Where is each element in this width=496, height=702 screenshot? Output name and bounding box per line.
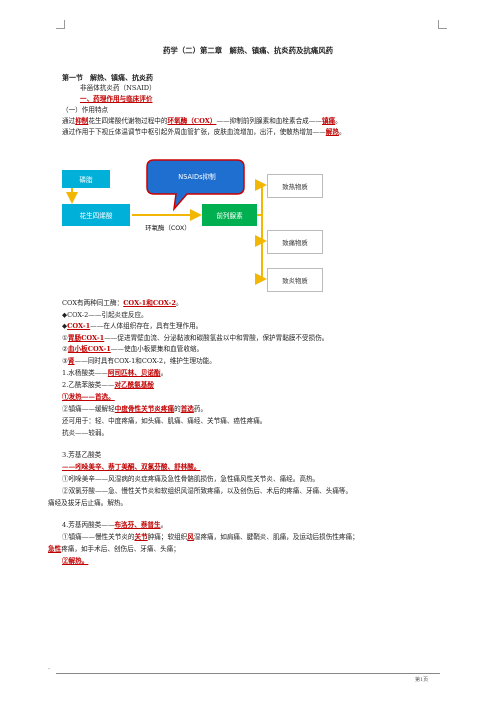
- box-prostaglandin: 前列腺素: [202, 204, 257, 226]
- text: 4.芳基丙酸类——: [62, 521, 115, 529]
- paragraph: ②血小板COX-1——使血小板聚集和血管收缩。: [62, 345, 203, 354]
- highlight: 中度骨性关节炎疼痛: [114, 405, 175, 413]
- footer-divider: [56, 673, 440, 674]
- highlight: 首选: [180, 405, 194, 413]
- text: 。: [338, 128, 346, 136]
- text: 药。: [193, 405, 208, 413]
- text: 。: [335, 117, 342, 125]
- text: ①: [62, 334, 68, 342]
- text: ①镇痛——慢性关节炎的: [62, 533, 135, 541]
- text: 通过: [62, 117, 76, 125]
- text: ②: [62, 345, 68, 353]
- highlight: 急性: [48, 545, 62, 553]
- paragraph: ①镇痛——慢性关节炎的关节肿痛；软组织风湿疼痛，如肩痛、腱鞘炎、肌痛，及运动后损…: [62, 533, 359, 542]
- paragraph: 痛经及拔牙后止痛。解热。: [48, 499, 128, 507]
- enzyme-label: 环氧酶（COX）: [145, 223, 191, 232]
- callout-label: NSAIDs抑制: [178, 173, 216, 181]
- paragraph: 2.乙酰苯胺类——对乙酰氨基酚: [62, 381, 154, 390]
- highlight: COX-1: [67, 322, 91, 330]
- highlight: 阿司匹林、贝诺酯: [107, 369, 161, 377]
- paragraph: 通过抑制花生四烯酸代谢物过程中的环氧酶（COX）——抑制前列腺素和血栓素合成——…: [62, 117, 342, 126]
- paragraph: 通过作用于下视丘体温调节中枢引起外周血管扩张，皮肤血流增加，出汗，使散热增加——…: [62, 128, 346, 137]
- box-phospholipid: 磷脂: [62, 170, 110, 188]
- output-inflammation: 致炎物质: [267, 268, 323, 292]
- text: ——同时具有COX-1和COX-2，维护生理功能。: [74, 357, 216, 365]
- text: 肿痛；软组织: [147, 533, 188, 541]
- callout-bubble: [146, 159, 245, 212]
- text: 疼痛，如手术后、创伤后、牙痛、头痛；: [61, 545, 180, 553]
- paragraph: ——吲哚美辛、萘丁美酮、双氯芬酸、舒林酸。: [62, 463, 201, 471]
- text: ②镇痛——缓解轻: [62, 405, 115, 413]
- highlight: 关节: [134, 533, 148, 541]
- text: ③: [62, 357, 68, 365]
- paragraph: 抗炎——较弱。: [62, 429, 109, 437]
- highlight: 解热: [325, 128, 339, 136]
- crop-mark: [438, 20, 447, 29]
- highlight: 胃肠COX-1: [67, 334, 105, 342]
- section-heading: 第一节 解热、镇痛、抗炎药: [62, 73, 153, 82]
- highlight: 对乙酰氨基酚: [114, 381, 155, 389]
- paragraph: ①发热——首选。: [62, 393, 115, 401]
- subsection-heading: 一、药理作用与临床评价: [80, 95, 153, 103]
- paragraph: 还可用于：轻、中度疼痛，如头痛、肌痛、痛经、关节痛、癌性疼痛。: [62, 417, 267, 425]
- paragraph: 1.水杨酸类——阿司匹林、贝诺酯。: [62, 369, 167, 378]
- text: 1.水杨酸类——: [62, 369, 108, 377]
- highlight: 镇痛: [321, 117, 336, 125]
- paragraph: ◆COX-2——引起炎症反应。: [62, 311, 148, 319]
- highlight: 布洛芬、萘普生: [114, 521, 161, 529]
- page-number: 第1页: [415, 677, 429, 683]
- text: ◆: [62, 322, 68, 330]
- paragraph: ②双氯芬酸——急、慢性关节炎和软组织风湿所致疼痛，以及创伤后、术后的疼痛、牙痛、…: [62, 487, 353, 495]
- paragraph: ③肾——同时具有COX-1和COX-2，维护生理功能。: [62, 357, 216, 366]
- paragraph: COX有两种同工酶：COX-1和COX-2。: [62, 299, 183, 308]
- text: ——促进胃壁血流、分泌黏液和碳酸氢盐以中和胃酸，保护胃黏膜不受损伤。: [104, 334, 329, 342]
- paragraph: 急性疼痛，如手术后、创伤后、牙痛、头痛；: [48, 545, 180, 554]
- text: 花生四烯酸代谢物过程中的: [88, 117, 168, 125]
- text: 。: [160, 521, 168, 529]
- paragraph: 4.芳基丙酸类——布洛芬、萘普生。: [62, 521, 167, 530]
- mechanism-diagram: 磷脂 花生四烯酸 NSAIDs抑制 环氧酶（COX） 前列腺素 致热物质 致痛物…: [62, 157, 362, 292]
- output-pyrogen: 致热物质: [267, 174, 323, 198]
- highlight: 肾: [67, 357, 75, 365]
- text: 。: [175, 299, 183, 307]
- paragraph: ②镇痛——缓解轻中度骨性关节炎疼痛的首选药。: [62, 405, 207, 414]
- text: ——抑制前列腺素和血栓素合成——: [216, 117, 322, 125]
- text: 2.乙酰苯胺类——: [62, 381, 115, 389]
- diagram-connectors: [66, 159, 267, 285]
- box-arachidonic-acid: 花生四烯酸: [62, 204, 130, 226]
- text: ——在人体组织存在，具有生理作用。: [90, 322, 203, 330]
- paragraph: ①胃肠COX-1——促进胃壁血流、分泌黏液和碳酸氢盐以中和胃酸，保护胃黏膜不受损…: [62, 334, 328, 343]
- highlight: 血小板COX-1: [67, 345, 111, 353]
- paragraph: ◆COX-1——在人体组织存在，具有生理作用。: [62, 322, 202, 331]
- text: COX有两种同工酶：: [62, 299, 124, 307]
- paragraph: 3.芳基乙酸类: [62, 451, 102, 459]
- text: 。: [160, 369, 168, 377]
- highlight: COX-1和COX-2: [123, 299, 176, 307]
- text: 通过作用于下视丘体温调节中枢引起外周血管扩张，皮肤血流增加，出汗，使散热增加——: [62, 128, 326, 136]
- paragraph: ①吲哚美辛——风湿病的炎症疼痛及急性骨骼肌损伤，急性痛风性关节炎、痛经。高热。: [62, 475, 320, 483]
- footer-mark: 、: [48, 665, 54, 671]
- output-pain: 致痛物质: [267, 230, 323, 254]
- paragraph: ②解热。: [62, 557, 89, 565]
- text: 的: [174, 405, 181, 413]
- page-title: 药学（二）第二章 解热、镇痛、抗炎药及抗痛风药: [163, 46, 333, 55]
- highlight: 风: [187, 533, 194, 541]
- highlight: 环氧酶（COX）: [167, 117, 217, 125]
- text: ——使血小板聚集和血管收缩。: [110, 345, 204, 353]
- point-heading: （一）作用特点: [62, 106, 109, 114]
- highlight: 抑制: [75, 117, 89, 125]
- text: 湿疼痛，如肩痛、腱鞘炎、肌痛，及运动后损伤性疼痛；: [193, 533, 359, 541]
- crop-mark: [56, 20, 65, 29]
- section-subtitle: 非甾体抗炎药（NSAID）: [80, 84, 156, 92]
